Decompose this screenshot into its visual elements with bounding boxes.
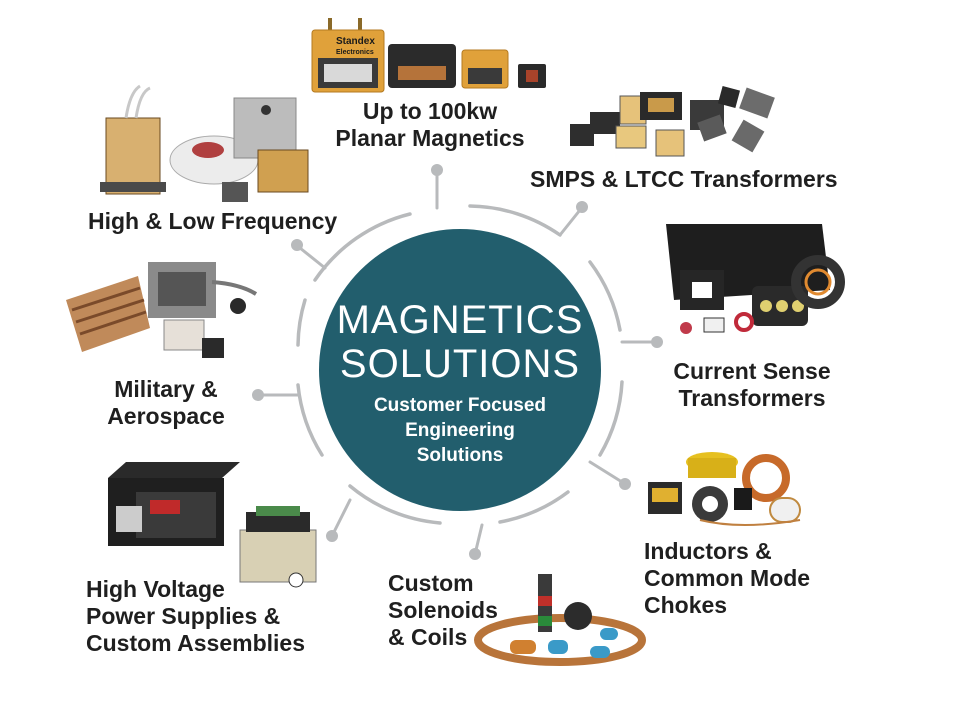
spoke-smps xyxy=(558,201,588,237)
center-subtitle-line2: Engineering xyxy=(405,420,515,441)
standex-logo: Standex Electronics xyxy=(336,36,375,56)
label-planar-line2: Planar Magnetics xyxy=(335,125,525,151)
connector-spokes xyxy=(252,164,663,560)
smps-transformers-image xyxy=(570,85,775,157)
label-inductors-line3: Chokes xyxy=(644,592,728,618)
label-current-sense: Current Sense Transformers xyxy=(672,358,832,412)
military-image xyxy=(66,262,258,358)
label-inductors-line1: Inductors & xyxy=(644,538,772,564)
label-solenoids: Custom Solenoids & Coils xyxy=(388,570,498,651)
spoke-military xyxy=(252,389,300,401)
spoke-planar xyxy=(431,164,443,210)
spoke-high-voltage xyxy=(326,498,352,542)
label-high-voltage: High Voltage Power Supplies & Custom Ass… xyxy=(86,576,305,657)
label-military-line1: Military & xyxy=(114,376,218,402)
svg-text:Standex: Standex xyxy=(336,36,375,47)
label-high-voltage-line2: Power Supplies & xyxy=(86,603,281,629)
label-solenoids-line2: Solenoids xyxy=(388,597,498,623)
label-high-voltage-line3: Custom Assemblies xyxy=(86,630,305,656)
label-frequency-line1: High & Low Frequency xyxy=(88,208,338,234)
label-smps-ltcc: SMPS & LTCC Transformers xyxy=(530,166,838,193)
spoke-inductors xyxy=(588,460,631,490)
center-title: MAGNETICS SOLUTIONS xyxy=(318,298,602,386)
solenoids-image xyxy=(474,574,646,666)
center-title-line2: SOLUTIONS xyxy=(339,342,581,386)
label-smps-line1: SMPS & LTCC Transformers xyxy=(530,166,838,192)
current-sense-image xyxy=(666,224,845,334)
label-solenoids-line3: & Coils xyxy=(388,624,468,650)
label-planar-magnetics: Up to 100kw Planar Magnetics xyxy=(330,98,530,152)
center-subtitle-line1: Customer Focused xyxy=(373,395,547,416)
spoke-frequency xyxy=(291,239,327,270)
spoke-current-sense xyxy=(620,336,663,348)
spoke-solenoids xyxy=(469,523,484,560)
label-military-line2: Aerospace xyxy=(107,403,225,429)
label-inductors-line2: Common Mode xyxy=(644,565,811,591)
label-military-aerospace: Military & Aerospace xyxy=(96,376,236,430)
label-planar-line1: Up to 100kw xyxy=(362,98,498,124)
high-voltage-image xyxy=(108,462,317,588)
label-high-voltage-line1: High Voltage xyxy=(86,576,225,602)
frequency-image xyxy=(100,84,309,202)
planar-magnetics-image xyxy=(311,18,546,93)
center-title-line1: MAGNETICS xyxy=(336,298,584,342)
label-current-sense-line2: Transformers xyxy=(678,385,826,411)
label-inductors: Inductors & Common Mode Chokes xyxy=(644,538,810,619)
label-solenoids-line1: Custom xyxy=(388,570,474,596)
center-circle xyxy=(319,229,601,511)
label-current-sense-line1: Current Sense xyxy=(673,358,831,384)
center-subtitle-line3: Solutions xyxy=(416,445,504,466)
center-subtitle: Customer Focused Engineering Solutions xyxy=(318,393,602,468)
label-high-low-frequency: High & Low Frequency xyxy=(88,208,337,235)
outer-ring xyxy=(296,204,624,525)
svg-text:Electronics: Electronics xyxy=(336,49,374,56)
inductors-image xyxy=(648,452,801,526)
